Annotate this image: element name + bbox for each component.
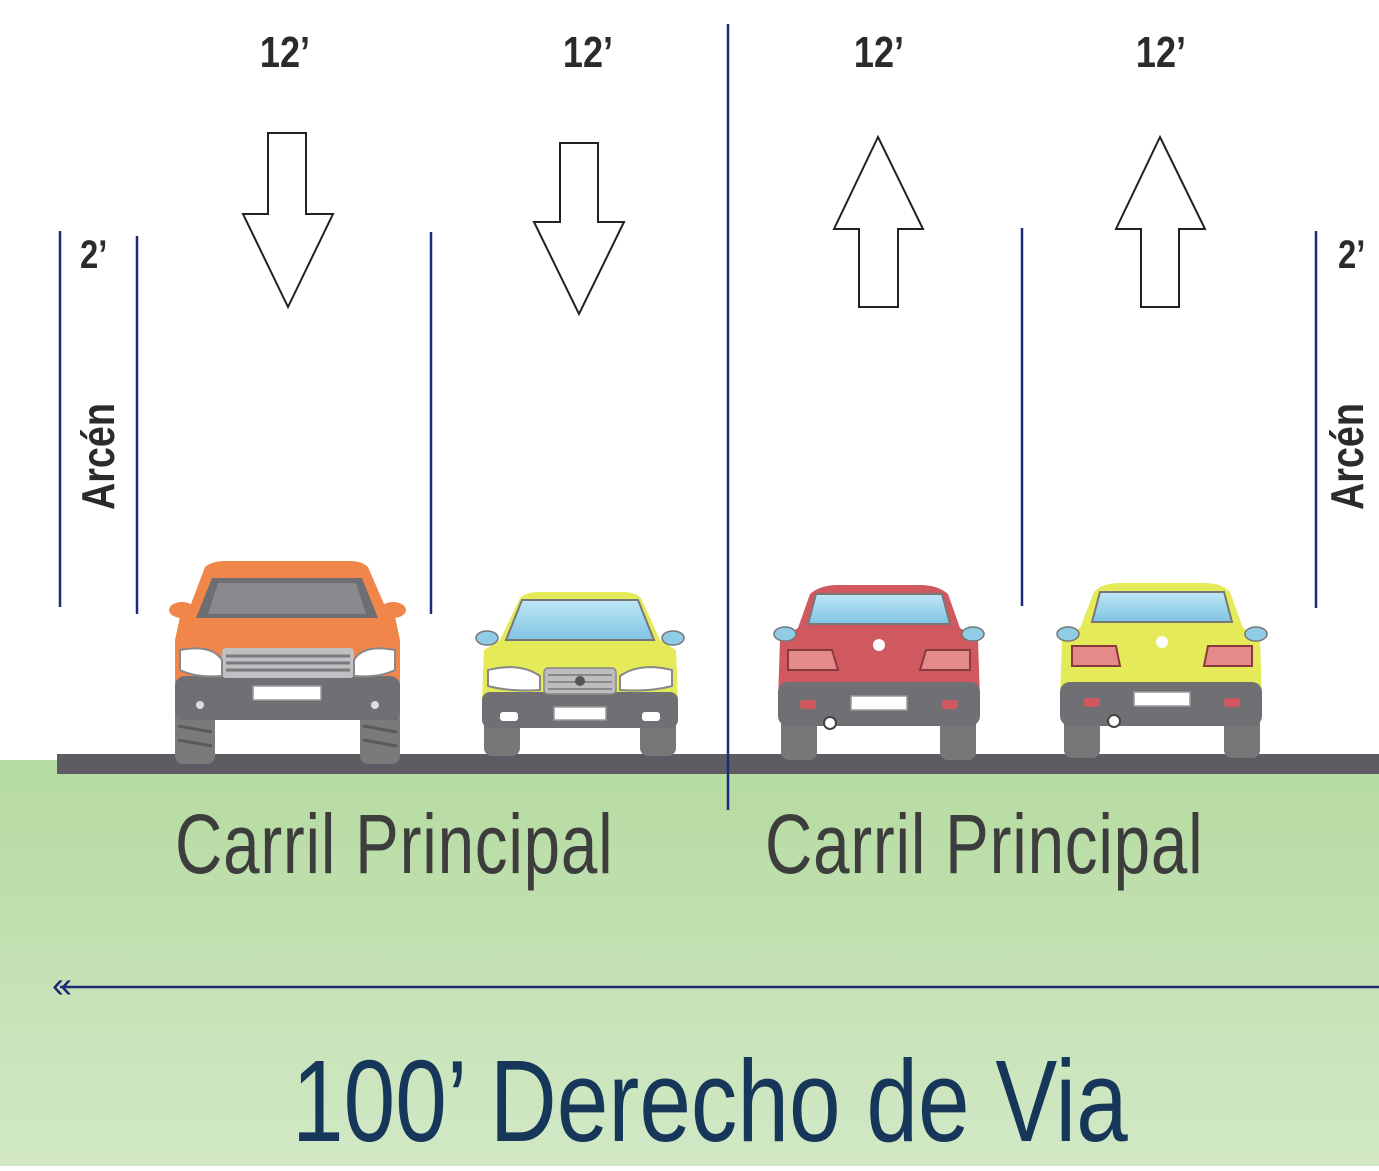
lane-name-label: Carril Principal [765, 797, 1204, 891]
lane-name-label: Carril Principal [175, 797, 614, 891]
orange-suv-front [169, 561, 406, 764]
yellow-car-rear [1056, 583, 1268, 758]
up-arrow-icon [832, 134, 925, 308]
shoulder-width-label: 2’ [80, 233, 108, 277]
down-arrow-icon [532, 142, 626, 317]
yellow-car-front [475, 592, 685, 756]
lane-width-label: 12’ [1135, 28, 1187, 77]
road-surface [57, 754, 1379, 774]
double-chevron-left-icon: « [52, 964, 73, 1005]
red-car-rear [773, 585, 985, 760]
lane-width-label: 12’ [853, 28, 905, 77]
down-arrow-icon [241, 132, 335, 310]
shoulder-width-label: 2’ [1338, 233, 1366, 277]
up-arrow-icon [1114, 134, 1207, 308]
shoulder-label: Arcén [1321, 403, 1373, 510]
lane-width-label: 12’ [259, 28, 311, 77]
lane-width-label: 12’ [562, 28, 614, 77]
ground [0, 760, 1379, 1166]
shoulder-label: Arcén [72, 403, 124, 510]
right-of-way-label: 100’ Derecho de Via [292, 1036, 1128, 1166]
